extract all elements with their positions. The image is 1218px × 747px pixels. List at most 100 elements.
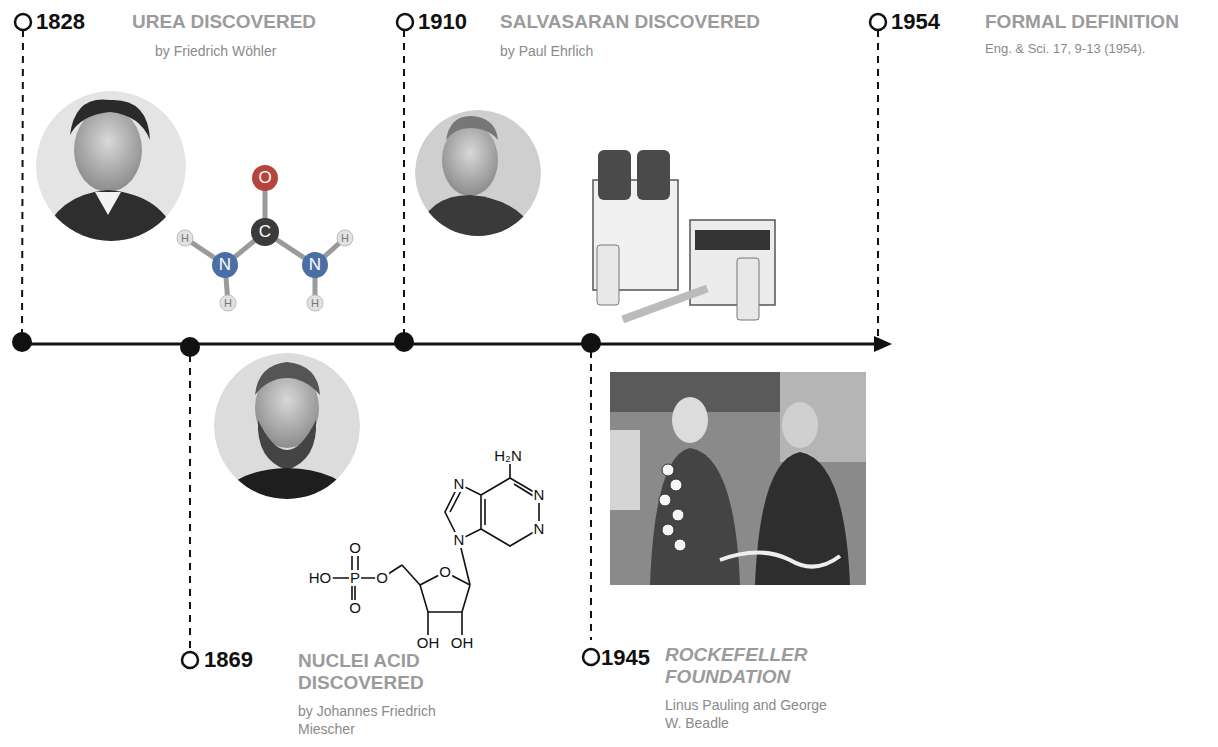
timeline-event: 1910 SALVASARAN DISCOVERED by Paul Ehrlich (418, 8, 761, 60)
portrait-photo (214, 353, 360, 510)
group-photo (674, 539, 686, 551)
portrait-photo (74, 108, 142, 192)
timeline-axis (874, 336, 892, 352)
urea-molecule (220, 295, 236, 311)
urea-molecule (177, 230, 193, 246)
group-photo (662, 464, 674, 476)
portrait-photo (258, 420, 316, 470)
group-photo (662, 524, 674, 536)
atom-label: O (258, 170, 271, 186)
atom-label: N (453, 532, 466, 548)
group-photo (610, 372, 866, 585)
urea-molecule (302, 252, 328, 278)
product-photo (593, 150, 775, 323)
year-label: 1828 (36, 8, 85, 36)
product-photo (695, 230, 770, 250)
group-photo (720, 553, 840, 567)
product-photo (598, 150, 631, 200)
portrait-photo (36, 91, 186, 250)
atom-label: OH (416, 635, 441, 651)
portrait-photo (40, 190, 180, 250)
nucleotide-structure (402, 565, 420, 585)
urea-molecule (252, 165, 278, 191)
event-credit: by Johannes Friedrich Miescher (298, 702, 468, 738)
atom-label: N (533, 521, 546, 537)
dashed-leader (22, 30, 878, 652)
event-heading: SALVASARAN DISCOVERED (500, 10, 760, 34)
timeline-event: 1945 ROCKEFELLER FOUNDATION Linus Pauling … (601, 644, 835, 732)
atom-label: O (375, 570, 389, 586)
event-heading: ROCKEFELLER FOUNDATION (665, 644, 830, 688)
open-marker (182, 652, 198, 668)
open-marker (15, 14, 31, 30)
group-photo (610, 372, 866, 585)
urea-molecule (307, 295, 323, 311)
atom-label: H (311, 295, 319, 311)
year-label: 1910 (418, 8, 467, 36)
event-heading: NUCLEI ACID DISCOVERED (298, 650, 448, 694)
product-photo (737, 258, 759, 320)
portrait-photo (95, 192, 121, 215)
dashed-leader (877, 30, 879, 336)
open-marker (15, 14, 886, 668)
dashed-leader (403, 30, 405, 336)
group-photo (672, 509, 684, 521)
group-photo (782, 402, 818, 448)
product-photo (621, 285, 708, 323)
atom-label: N (533, 487, 546, 503)
atom-label: N (219, 257, 231, 273)
product-photo (597, 245, 619, 305)
open-marker (397, 14, 413, 30)
portrait-photo (415, 195, 540, 240)
timeline-dot (394, 332, 414, 352)
group-photo (650, 448, 740, 585)
group-photo (659, 494, 671, 506)
urea-molecule (337, 230, 353, 246)
timeline-axis (22, 343, 878, 346)
timeline-event: 1869NUCLEI ACID DISCOVEREDby Johannes Fr… (204, 646, 468, 738)
atom-label: C (259, 224, 271, 240)
atom-label: H₂N (493, 448, 523, 464)
atom-label: N (453, 476, 466, 492)
timeline-event: 1954 FORMAL DEFINITION Eng. & Sci. 17, 9-1… (891, 8, 1179, 58)
atom-label: HO (308, 570, 333, 586)
product-photo (637, 150, 670, 200)
dashed-leader (590, 351, 592, 640)
timeline-event: 1828 UREA DISCOVERED by Friedrich Wöhler (36, 8, 317, 60)
portrait-photo (415, 110, 541, 240)
timeline-dot (180, 337, 200, 357)
nucleotide-structure (484, 499, 486, 525)
year-label: 1954 (891, 8, 940, 36)
event-heading: UREA DISCOVERED (132, 10, 316, 34)
timeline-dot (581, 333, 601, 353)
event-credit: by Friedrich Wöhler (155, 42, 276, 60)
portrait-photo (70, 99, 150, 140)
event-citation: Eng. & Sci. 17, 9-13 (1954). (985, 40, 1145, 58)
urea-molecule (177, 165, 353, 311)
atom-label: N (309, 257, 321, 273)
open-marker (583, 649, 599, 665)
portrait-photo (446, 116, 498, 140)
nucleotide-structure (322, 462, 539, 635)
atom-label: OH (450, 635, 475, 651)
urea-molecule (185, 178, 345, 303)
atom-label: O (348, 540, 362, 556)
event-credit: by Paul Ehrlich (500, 42, 593, 60)
dashed-leader (189, 355, 191, 652)
atom-label: O (348, 600, 362, 616)
nucleotide-structure (481, 478, 539, 546)
group-photo (659, 464, 686, 551)
portrait-photo (215, 468, 360, 510)
portrait-photo (255, 362, 320, 395)
urea-molecule (251, 218, 279, 246)
open-marker (870, 14, 886, 30)
year-label: 1945 (601, 644, 650, 672)
event-credit: Linus Pauling and George W. Beadle (665, 696, 835, 732)
atom-label: H (224, 295, 232, 311)
timeline-dot (12, 332, 32, 352)
group-photo (670, 479, 682, 491)
event-heading: FORMAL DEFINITION (985, 10, 1179, 34)
atom-label: O (438, 564, 452, 580)
nucleotide-structure (427, 612, 429, 635)
